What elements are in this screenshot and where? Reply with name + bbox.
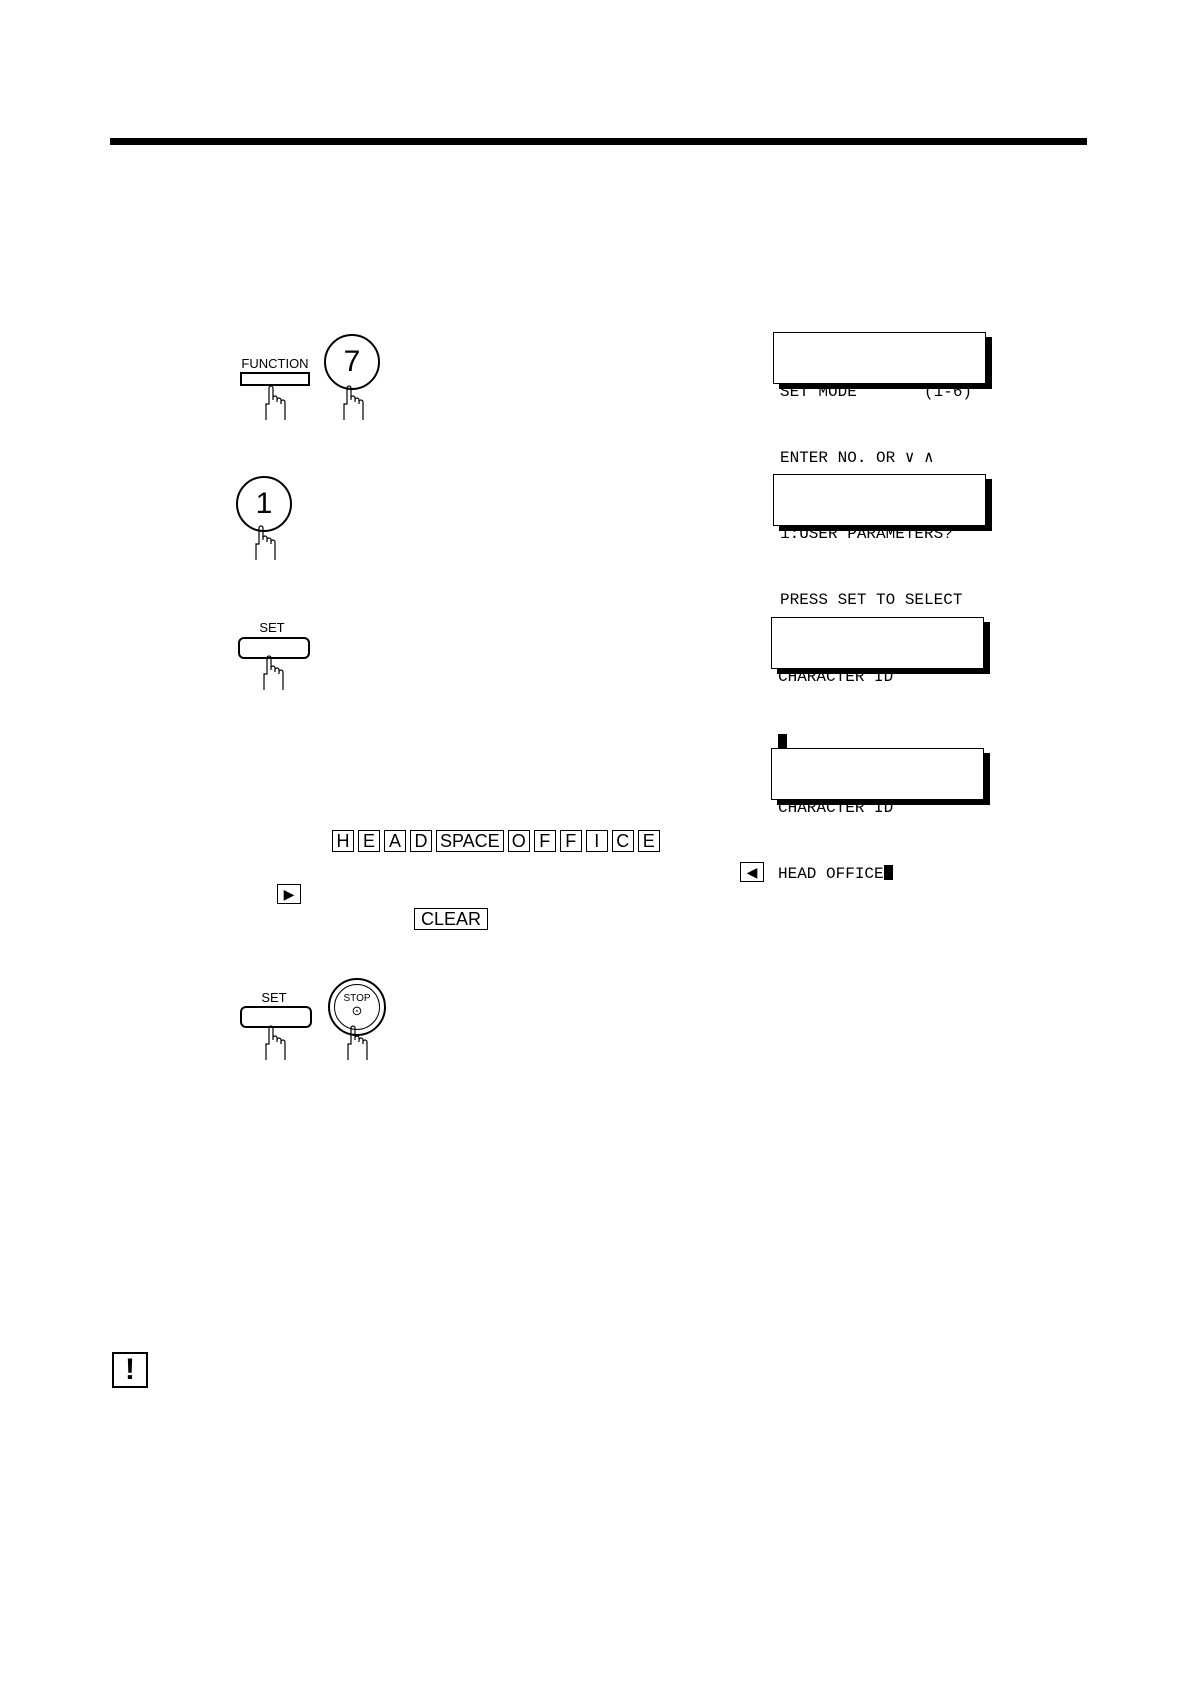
finger-press-icon [343,385,364,420]
stop-key[interactable]: STOP ⊙ [328,978,386,1036]
lcd-display-character-id-empty: CHARACTER ID [771,617,984,749]
lcd-display-character-id-head-office: CHARACTER ID HEAD OFFICE [771,748,984,883]
right-arrow-key[interactable]: ▶ [277,884,301,904]
top-rule [110,138,1087,145]
key-e[interactable]: E [637,830,660,852]
stop-key-label: STOP [343,993,371,1004]
key-f[interactable]: F [559,830,582,852]
lcd-line-2: HEAD OFFICE [778,863,977,885]
stop-icon: ⊙ [351,1003,363,1018]
key-e[interactable]: E [358,830,380,852]
key-space[interactable]: SPACE [436,830,504,852]
lcd-display-user-parameters: 1:USER PARAMETERS? PRESS SET TO SELECT [773,474,986,609]
character-key-sequence: H E A D SPACE O F F I C E [332,830,660,852]
set-key[interactable] [238,637,310,659]
note-exclamation-icon: ! [112,1352,148,1388]
key-d[interactable]: D [410,830,432,852]
function-key-label: FUNCTION [241,356,309,371]
stop-key-face: STOP ⊙ [334,984,380,1030]
lcd-line-1: 1:USER PARAMETERS? [780,525,953,543]
key-c[interactable]: C [611,830,634,852]
key-a[interactable]: A [384,830,406,852]
lcd-line-1: CHARACTER ID [778,668,894,686]
number-7-key[interactable]: 7 [324,334,380,390]
key-o[interactable]: O [507,830,530,852]
finger-press-icon [263,655,284,690]
key-f[interactable]: F [533,830,556,852]
set-key[interactable] [240,1006,312,1028]
lcd-line-1: CHARACTER ID [778,799,894,817]
lcd-cursor [883,865,893,880]
key-i[interactable]: I [585,830,608,852]
finger-press-icon [265,1025,286,1060]
clear-key[interactable]: CLEAR [414,908,489,930]
set-key-label: SET [259,620,285,635]
finger-press-icon [265,385,286,420]
lcd-display-set-mode: SET MODE (1-6) ENTER NO. OR ∨ ∧ [773,332,986,467]
finger-press-icon [255,525,276,560]
number-1-key[interactable]: 1 [236,476,292,532]
lcd-line-2 [778,732,977,754]
lcd-line-2: PRESS SET TO SELECT [780,591,963,609]
key-h[interactable]: H [332,830,354,852]
lcd-line-2-text: HEAD OFFICE [778,865,884,883]
lcd-line-2: ENTER NO. OR ∨ ∧ [780,449,934,467]
finger-press-icon [347,1025,368,1060]
function-key[interactable] [240,372,310,386]
lcd-cursor [778,734,787,749]
set-key-label: SET [261,990,287,1005]
lcd-line-1: SET MODE (1-6) [780,383,973,401]
left-arrow-key[interactable]: ◀ [740,862,764,882]
